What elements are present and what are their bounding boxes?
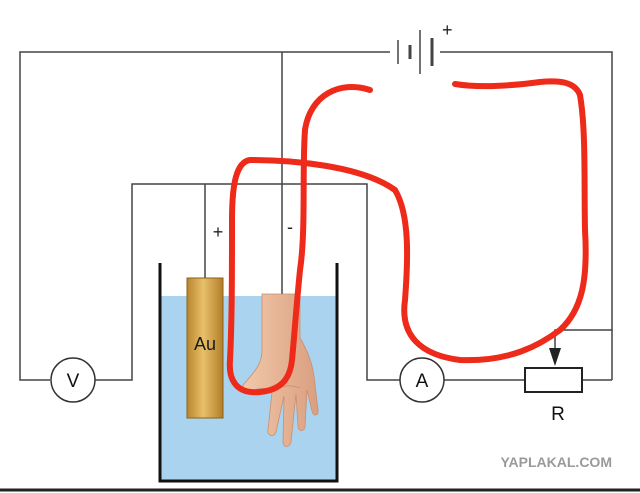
gold-electrode-polarity: + bbox=[213, 222, 224, 242]
hand-electrode-polarity: - bbox=[287, 217, 293, 237]
voltmeter-label: V bbox=[67, 371, 80, 392]
circuit-wires bbox=[19, 51, 613, 381]
gold-electrode-label: Au bbox=[194, 334, 216, 354]
watermark: YAPLAKAL.COM bbox=[501, 454, 613, 470]
beaker bbox=[158, 263, 339, 483]
resistor-label: R bbox=[551, 404, 565, 425]
voltmeter bbox=[50, 357, 96, 403]
rheostat bbox=[524, 348, 583, 393]
battery-plus-label: + bbox=[442, 20, 453, 40]
battery bbox=[397, 30, 434, 74]
ammeter-label: A bbox=[416, 371, 429, 392]
gold-electrode bbox=[186, 277, 224, 419]
ammeter bbox=[399, 357, 445, 403]
red-scribble-annotation bbox=[226, 78, 589, 396]
